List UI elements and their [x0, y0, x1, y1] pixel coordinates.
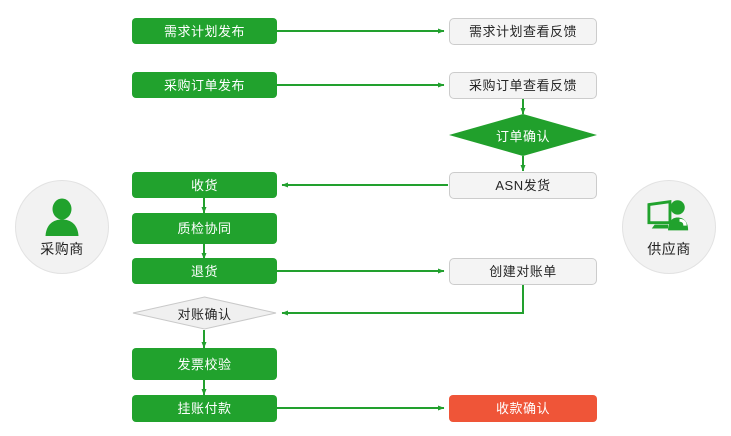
node-label: 收货	[190, 177, 218, 193]
node-invoice-check[interactable]: 发票校验	[132, 348, 277, 380]
actor-buyer[interactable]: 采购商	[15, 180, 109, 274]
node-label: 挂账付款	[177, 401, 232, 416]
node-receipt-confirm[interactable]: 收款确认	[449, 395, 597, 422]
node-label: 收款确认	[495, 401, 550, 416]
node-demand-plan-feedback[interactable]: 需求计划查看反馈	[449, 18, 597, 45]
node-create-statement[interactable]: 创建对账单	[449, 258, 597, 285]
node-label: 采购订单查看反馈	[468, 78, 577, 93]
node-payment-posting[interactable]: 挂账付款	[132, 395, 277, 422]
node-label: 需求计划查看反馈	[468, 24, 577, 39]
node-label: 退货	[190, 263, 218, 279]
node-label: 质检协同	[177, 221, 232, 236]
node-statement-confirm[interactable]: 对账确认	[132, 296, 277, 330]
person-with-computer-icon	[647, 196, 691, 236]
node-demand-plan-publish[interactable]: 需求计划发布	[132, 18, 277, 44]
actor-supplier[interactable]: 供应商	[622, 180, 716, 274]
node-asn-shipment[interactable]: ASN发货	[449, 172, 597, 199]
node-label: 对账确认	[177, 306, 232, 322]
node-label: 发票校验	[177, 356, 232, 372]
node-receive-goods[interactable]: 收货	[132, 172, 277, 198]
node-return-goods[interactable]: 退货	[132, 258, 277, 284]
node-label: 需求计划发布	[163, 23, 245, 39]
node-label: 创建对账单	[489, 264, 557, 279]
node-label: ASN发货	[495, 178, 551, 193]
actor-supplier-label: 供应商	[647, 240, 691, 257]
node-order-confirm[interactable]: 订单确认	[449, 114, 597, 156]
actor-buyer-label: 采购商	[40, 240, 84, 257]
edge-statement-to-confirm	[281, 285, 524, 316]
node-quality-collab[interactable]: 质检协同	[132, 213, 277, 244]
node-po-publish[interactable]: 采购订单发布	[132, 72, 277, 98]
node-label: 采购订单发布	[163, 77, 245, 93]
node-label: 订单确认	[495, 128, 550, 144]
person-icon	[40, 196, 84, 236]
node-po-feedback[interactable]: 采购订单查看反馈	[449, 72, 597, 99]
